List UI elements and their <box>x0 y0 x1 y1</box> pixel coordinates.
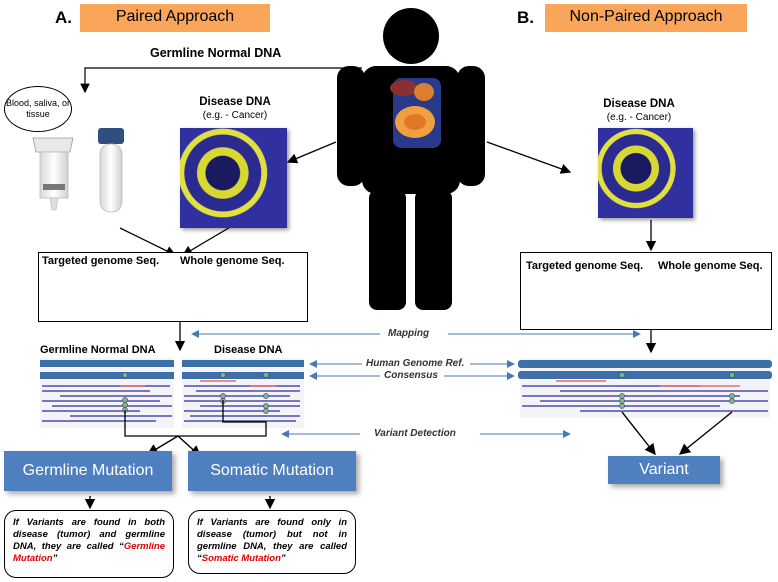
disease-tissue-image-left <box>180 128 287 228</box>
somatic-note-close: ” <box>280 553 286 564</box>
whole-seq-right-label: Whole genome Seq. <box>658 260 763 272</box>
somatic-note-box: If Variants are found only in disease (t… <box>188 510 356 574</box>
section-a-title: Paired Approach <box>80 4 270 32</box>
variant-box: Variant <box>608 456 720 484</box>
sample-source-bubble: Blood, saliva, or tissue <box>4 86 72 132</box>
mapping-label: Mapping <box>388 328 430 339</box>
consensus-label: Consensus <box>384 370 438 381</box>
germline-normal-dna-label: Germline Normal DNA <box>150 46 282 60</box>
organs-illustration <box>390 78 441 148</box>
human-genome-ref-label: Human Genome Ref. <box>366 358 465 369</box>
disease-dna-mid-label: Disease DNA <box>214 344 283 356</box>
germline-note-text: If Variants are found in both disease (t… <box>13 517 165 552</box>
section-a-letter: A. <box>55 8 72 27</box>
germline-note-close: ” <box>52 553 58 564</box>
targeted-seq-right-label: Targeted genome Seq. <box>526 260 644 272</box>
somatic-mutation-box: Somatic Mutation <box>188 451 356 491</box>
sample-tube-icon <box>32 128 124 213</box>
somatic-note-text: If Variants are found only in disease (t… <box>197 517 347 564</box>
disease-dna-left-sub: (e.g. - Cancer) <box>202 110 268 121</box>
disease-alignment-panel <box>182 358 304 428</box>
germline-note-box: If Variants are found in both disease (t… <box>4 510 174 578</box>
human-figure <box>337 8 485 310</box>
somatic-note-term: Somatic Mutation <box>201 553 281 564</box>
disease-dna-left-label: Disease DNA <box>199 96 271 108</box>
germline-mutation-box: Germline Mutation <box>4 451 172 491</box>
section-b-title: Non-Paired Approach <box>545 4 747 32</box>
disease-tissue-image-right <box>598 128 693 218</box>
whole-seq-left-label: Whole genome Seq. <box>180 255 285 267</box>
germline-normal-dna-mid-label: Germline Normal DNA <box>40 344 156 356</box>
disease-dna-right-label: Disease DNA <box>603 98 675 110</box>
seq-box-left <box>38 252 308 322</box>
targeted-seq-left-label: Targeted genome Seq. <box>42 255 160 267</box>
disease-dna-right-sub: (e.g. - Cancer) <box>606 112 672 123</box>
variant-detection-label: Variant Detection <box>374 428 456 439</box>
germline-note-term: Germline Mutation <box>13 541 165 564</box>
seq-box-right <box>520 252 772 330</box>
germline-alignment-panel <box>40 358 174 428</box>
section-b-letter: B. <box>517 8 534 27</box>
nonpaired-alignment-panel <box>518 358 772 418</box>
